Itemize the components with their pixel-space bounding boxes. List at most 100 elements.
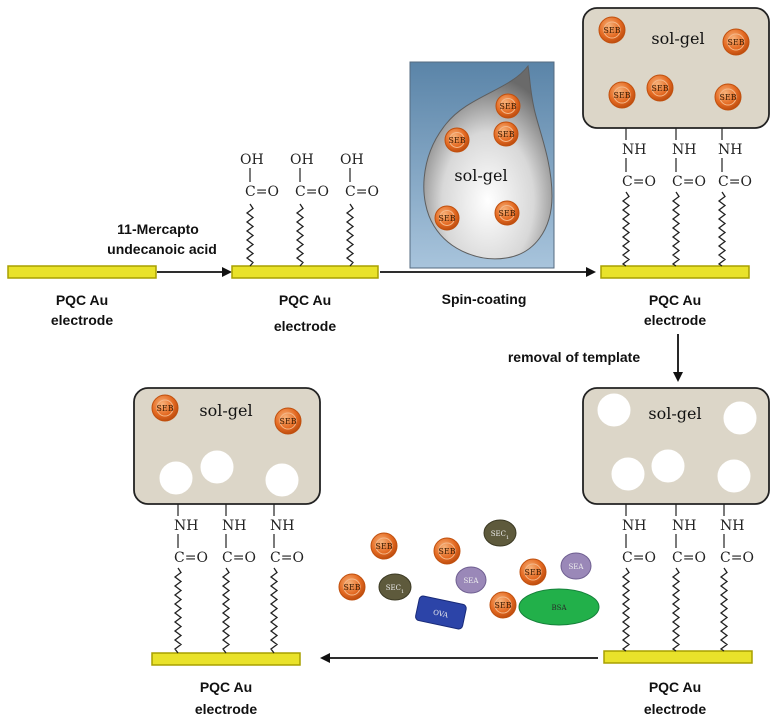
seb-template-bead: SEB — [495, 93, 521, 119]
seb-bead-label: SEB — [603, 26, 620, 35]
sol-gel-label: sol-gel — [199, 401, 252, 420]
amide-linker: NH C=O — [671, 504, 706, 652]
carbonyl-label: C=O — [622, 174, 656, 190]
amine-label: NH — [622, 518, 646, 534]
amide-linker: NH C=O — [671, 128, 706, 267]
electrode-label-line2: electrode — [644, 701, 706, 717]
svg-text:BSA: BSA — [552, 604, 568, 612]
sec1-protein: SEC1 — [378, 573, 412, 601]
seb-bead-label: SEB — [497, 130, 514, 139]
bsa-protein: BSA — [518, 588, 600, 626]
amine-label: NH — [174, 518, 198, 534]
imprinted-cavity — [597, 393, 631, 427]
amine-label: NH — [222, 518, 246, 534]
mua-linker: C=OOH — [340, 152, 379, 267]
carbonyl-label: C=O — [270, 550, 304, 566]
amide-linker: NHC=O — [621, 128, 656, 267]
imprinted-cavity — [159, 461, 193, 495]
carbonyl-label: C=O — [295, 184, 329, 200]
carbonyl-label: C=O — [174, 550, 208, 566]
seb-template-bead: SEB — [274, 407, 302, 435]
amine-label: NH — [672, 518, 696, 534]
ova-protein: OVA — [415, 595, 467, 630]
amine-label: NH — [720, 518, 744, 534]
amine-label: NH — [718, 142, 742, 158]
stage-sam-electrode: PQC Au electrode — [231, 265, 379, 334]
alkyl-chain — [671, 567, 681, 652]
seb-template-bead: SEB — [434, 205, 460, 231]
amine-label: NH — [270, 518, 294, 534]
electrode-bar — [7, 265, 157, 279]
seb-template-bead: SEB — [444, 127, 470, 153]
seb-template-bead: SEB — [722, 28, 750, 56]
svg-text:SEA: SEA — [464, 577, 480, 585]
seb-bead-label: SEB — [499, 102, 516, 111]
alkyl-chain — [719, 567, 729, 652]
seb-template-bead: SEB — [151, 394, 179, 422]
seb-template-bead: SEB — [598, 16, 626, 44]
amine-label: NH — [672, 142, 696, 158]
alkyl-chain — [245, 203, 255, 267]
alkyl-chain — [717, 191, 727, 267]
electrode-label-line2: electrode — [195, 701, 257, 717]
electrode-label-line2: electrode — [274, 318, 336, 334]
imprinted-cavity — [611, 457, 645, 491]
imprinted-cavity — [265, 463, 299, 497]
carbonyl-label: C=O — [720, 550, 754, 566]
carbonyl-label: C=O — [718, 174, 752, 190]
imprinted-cavity — [200, 450, 234, 484]
step1-label-line2: undecanoic acid — [107, 241, 217, 257]
electrode-bar — [600, 265, 750, 279]
alkyl-chain — [621, 191, 631, 267]
seb-bead-label: SEB — [494, 601, 511, 610]
carbonyl-label: C=O — [672, 174, 706, 190]
imprinted-cavity — [717, 459, 751, 493]
amide-linker: NH C=O — [269, 504, 304, 654]
seb-template-bead: SEB — [494, 200, 520, 226]
seb-bead-label: SEB — [498, 209, 515, 218]
electrode-label-line1: PQC Au — [56, 292, 108, 308]
imprinted-cavity — [651, 449, 685, 483]
sea-protein: SEA — [455, 566, 487, 594]
seb-template-bead: SEB — [519, 558, 547, 586]
step1-label-line1: 11-Mercapto — [117, 221, 199, 237]
svg-text:SEC1: SEC1 — [491, 530, 509, 541]
hydroxyl-label: OH — [240, 152, 264, 168]
electrode-bar — [603, 650, 753, 664]
seb-bead-label: SEB — [438, 214, 455, 223]
amide-linker: NH C=O — [221, 504, 256, 654]
alkyl-chain — [221, 567, 231, 654]
electrode-label-line2: electrode — [51, 312, 113, 328]
svg-text:OVA: OVA — [432, 608, 450, 619]
step3-label: removal of template — [508, 349, 640, 365]
imprinted-cavity — [723, 401, 757, 435]
seb-bead-label: SEB — [375, 542, 392, 551]
electrode-bar — [151, 652, 301, 666]
seb-template-bead: SEB — [646, 74, 674, 102]
sea-protein: SEA — [560, 552, 592, 580]
electrode-label-line1: PQC Au — [649, 292, 701, 308]
seb-template-bead: SEB — [714, 83, 742, 111]
seb-bead-label: SEB — [651, 84, 668, 93]
alkyl-chain — [173, 567, 183, 654]
sol-gel-label: sol-gel — [651, 29, 704, 48]
seb-bead-label: SEB — [343, 583, 360, 592]
carbonyl-label: C=O — [245, 184, 279, 200]
seb-bead-label: SEB — [719, 93, 736, 102]
sec1-protein: SEC1 — [483, 519, 517, 547]
mua-linker: C=OOH — [290, 152, 329, 267]
amide-linker: NH C=O — [173, 504, 208, 654]
stage-bare-electrode: PQC Au electrode — [7, 265, 157, 328]
electrode-bar — [231, 265, 379, 279]
step2-label: Spin-coating — [442, 291, 527, 307]
svg-text:SEA: SEA — [569, 563, 585, 571]
seb-bead-label: SEB — [448, 136, 465, 145]
carbonyl-label: C=O — [672, 550, 706, 566]
carbonyl-label: C=O — [222, 550, 256, 566]
seb-bead-label: SEB — [438, 547, 455, 556]
alkyl-chain — [621, 567, 631, 652]
alkyl-chain — [345, 203, 355, 267]
seb-template-bead: SEB — [338, 573, 366, 601]
